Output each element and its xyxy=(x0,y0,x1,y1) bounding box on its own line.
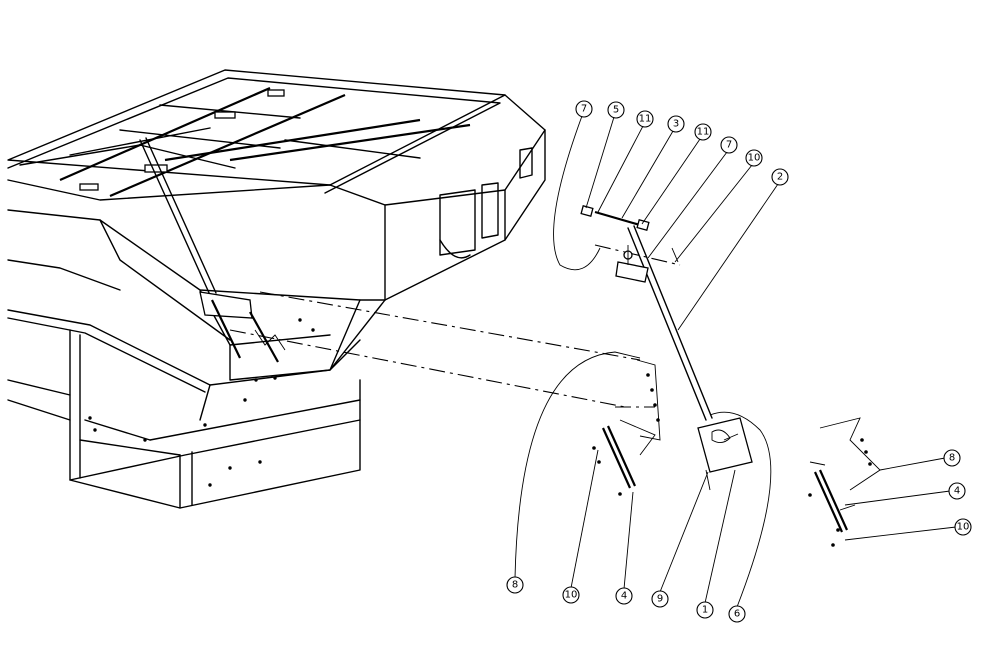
svg-text:7: 7 xyxy=(581,104,587,115)
callout-4-right: 4 xyxy=(948,482,966,500)
svg-text:8: 8 xyxy=(512,580,518,591)
exploded-parts xyxy=(580,205,881,547)
callout-3: 3 xyxy=(667,115,685,133)
callout-8-right: 8 xyxy=(943,449,961,467)
svg-text:8: 8 xyxy=(949,453,955,464)
svg-text:10: 10 xyxy=(565,590,578,601)
callout-5: 5 xyxy=(607,101,625,119)
svg-text:10: 10 xyxy=(748,153,761,164)
svg-text:10: 10 xyxy=(957,522,970,533)
svg-text:1: 1 xyxy=(702,605,708,616)
callout-11-left: 11 xyxy=(636,110,654,128)
svg-text:9: 9 xyxy=(657,594,663,605)
svg-text:5: 5 xyxy=(613,105,619,116)
callout-10-right: 10 xyxy=(954,518,972,536)
svg-text:7: 7 xyxy=(726,140,732,151)
leader-lines xyxy=(514,115,957,608)
callout-10-top: 10 xyxy=(745,149,763,167)
svg-text:3: 3 xyxy=(673,119,679,130)
callout-8-bottom: 8 xyxy=(506,576,524,594)
callout-7-right: 7 xyxy=(720,136,738,154)
svg-text:4: 4 xyxy=(621,591,627,602)
svg-text:11: 11 xyxy=(639,114,652,125)
callout-10-bottom: 10 xyxy=(562,586,580,604)
callout-6: 6 xyxy=(728,605,746,623)
hopper-assembly xyxy=(7,69,546,509)
svg-text:6: 6 xyxy=(734,609,740,620)
svg-text:2: 2 xyxy=(777,172,783,183)
callout-1: 1 xyxy=(696,601,714,619)
callout-11-right: 11 xyxy=(694,123,712,141)
svg-text:11: 11 xyxy=(697,127,710,138)
svg-text:4: 4 xyxy=(954,486,960,497)
assembly-centerlines xyxy=(229,244,681,408)
callout-4-bottom: 4 xyxy=(615,587,633,605)
callout-2: 2 xyxy=(771,168,789,186)
callout-7-upper: 7 xyxy=(575,100,593,118)
callout-9: 9 xyxy=(651,590,669,608)
